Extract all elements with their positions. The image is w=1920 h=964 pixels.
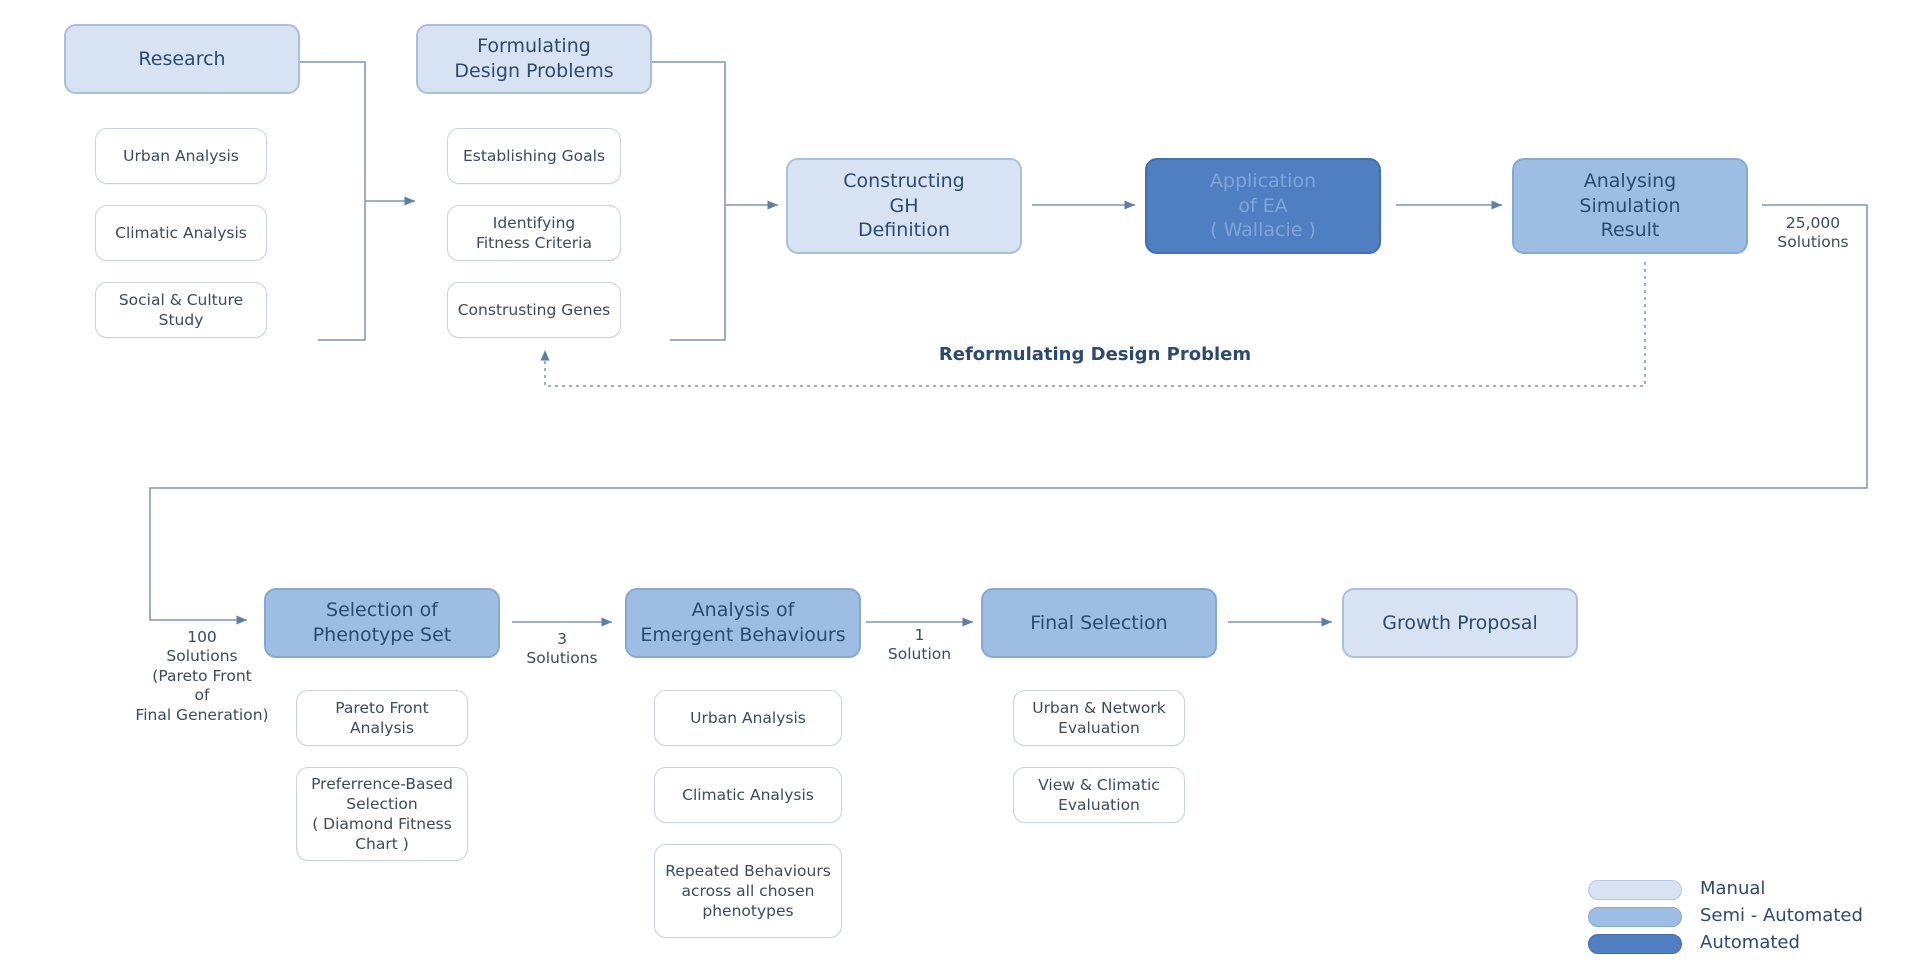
analysis-emergent-node: Analysis of Emergent Behaviours bbox=[625, 588, 861, 658]
climatic-analysis-box: Climatic Analysis bbox=[95, 205, 267, 261]
growth-proposal-node: Growth Proposal bbox=[1342, 588, 1578, 658]
legend-automated-label: Automated bbox=[1700, 932, 1800, 953]
solutions-100-label: 100 Solutions (Pareto Front of Final Gen… bbox=[135, 628, 269, 724]
research-node: Research bbox=[64, 24, 300, 94]
sim-to-second-row-connector bbox=[149, 204, 1868, 625]
application-ea-node: Application of EA ( Wallacie ) bbox=[1145, 158, 1381, 254]
legend-manual-label: Manual bbox=[1700, 878, 1766, 899]
identifying-fitness-box: Identifying Fitness Criteria bbox=[447, 205, 621, 261]
urban-network-evaluation-box: Urban & Network Evaluation bbox=[1013, 690, 1185, 746]
analysing-simulation-node: Analysing Simulation Result bbox=[1512, 158, 1748, 254]
formulating-node: Formulating Design Problems bbox=[416, 24, 652, 94]
reformulating-loop bbox=[540, 262, 1646, 387]
selection-phenotype-node: Selection of Phenotype Set bbox=[264, 588, 500, 658]
urban-analysis-box-2: Urban Analysis bbox=[654, 690, 842, 746]
legend-automated-swatch bbox=[1588, 934, 1682, 954]
solutions-3-label: 3 Solutions bbox=[526, 630, 598, 668]
urban-analysis-box: Urban Analysis bbox=[95, 128, 267, 184]
final-selection-node: Final Selection bbox=[981, 588, 1217, 658]
pareto-front-box: Pareto Front Analysis bbox=[296, 690, 468, 746]
research-bracket bbox=[300, 61, 366, 341]
social-culture-box: Social & Culture Study bbox=[95, 282, 267, 338]
solutions-1-label: 1 Solution bbox=[887, 626, 952, 664]
constructing-genes-box: Construsting Genes bbox=[447, 282, 621, 338]
legend-manual-swatch bbox=[1588, 880, 1682, 900]
solutions-25000-label: 25,000 Solutions bbox=[1777, 214, 1849, 252]
climatic-analysis-box-2: Climatic Analysis bbox=[654, 767, 842, 823]
preference-based-box: Preferrence-Based Selection ( Diamond Fi… bbox=[296, 767, 468, 861]
reformulating-label: Reformulating Design Problem bbox=[938, 344, 1252, 365]
repeated-behaviours-box: Repeated Behaviours across all chosen ph… bbox=[654, 844, 842, 938]
legend-semi-automated-label: Semi - Automated bbox=[1700, 905, 1863, 926]
view-climatic-evaluation-box: View & Climatic Evaluation bbox=[1013, 767, 1185, 823]
constructing-gh-node: Constructing GH Definition bbox=[786, 158, 1022, 254]
formulating-bracket bbox=[652, 61, 726, 341]
legend-semi-automated-swatch bbox=[1588, 907, 1682, 927]
establishing-goals-box: Establishing Goals bbox=[447, 128, 621, 184]
